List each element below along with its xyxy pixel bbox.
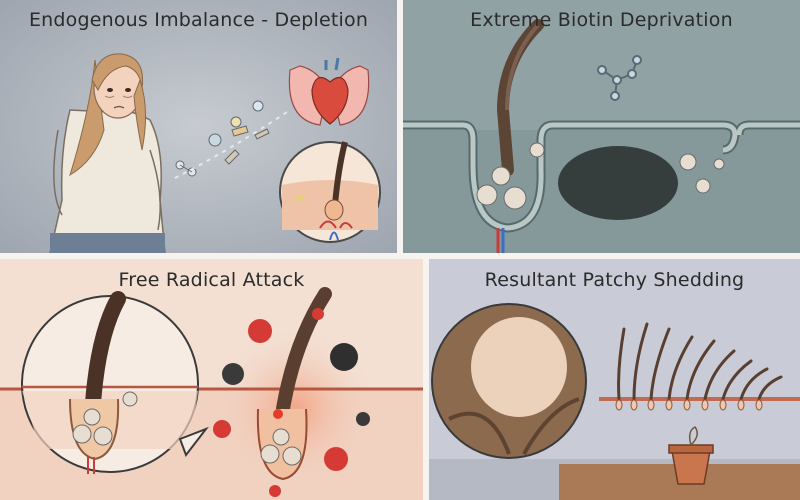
panel-divider	[423, 259, 429, 500]
panel-3-scene	[0, 259, 423, 500]
panel-1-scene	[0, 0, 397, 253]
panel-4-scene	[429, 259, 800, 500]
follicle-magnified-inset	[22, 296, 198, 474]
panel-free-radical-attack: Free Radical Attack	[0, 259, 423, 500]
panel-endogenous-imbalance: Endogenous Imbalance - Depletion	[0, 0, 397, 253]
panel-divider	[397, 0, 403, 253]
scalp-bald-patch-inset	[432, 304, 586, 458]
dark-depleted-zone	[558, 146, 678, 220]
panel-title: Endogenous Imbalance - Depletion	[0, 9, 397, 31]
follicle-cross-section-inset	[280, 142, 380, 242]
panel-2-scene	[403, 0, 800, 253]
panel-biotin-deprivation: Extreme Biotin Deprivation	[403, 0, 800, 253]
panel-divider	[0, 253, 800, 259]
panel-title: Free Radical Attack	[0, 269, 423, 291]
panel-title: Extreme Biotin Deprivation	[403, 9, 800, 31]
panel-title: Resultant Patchy Shedding	[429, 269, 800, 291]
panel-patchy-shedding: Resultant Patchy Shedding	[429, 259, 800, 500]
